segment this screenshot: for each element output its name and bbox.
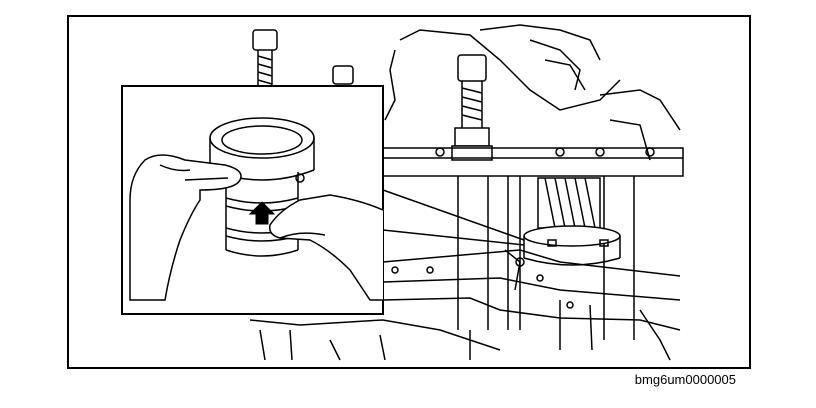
upward-arrow-icon (248, 201, 276, 225)
hands-holding-bearing (129, 117, 384, 301)
transmission-housing (249, 24, 684, 361)
figure-caption: bmg6um0000005 (634, 372, 736, 387)
leader-line (382, 189, 525, 246)
